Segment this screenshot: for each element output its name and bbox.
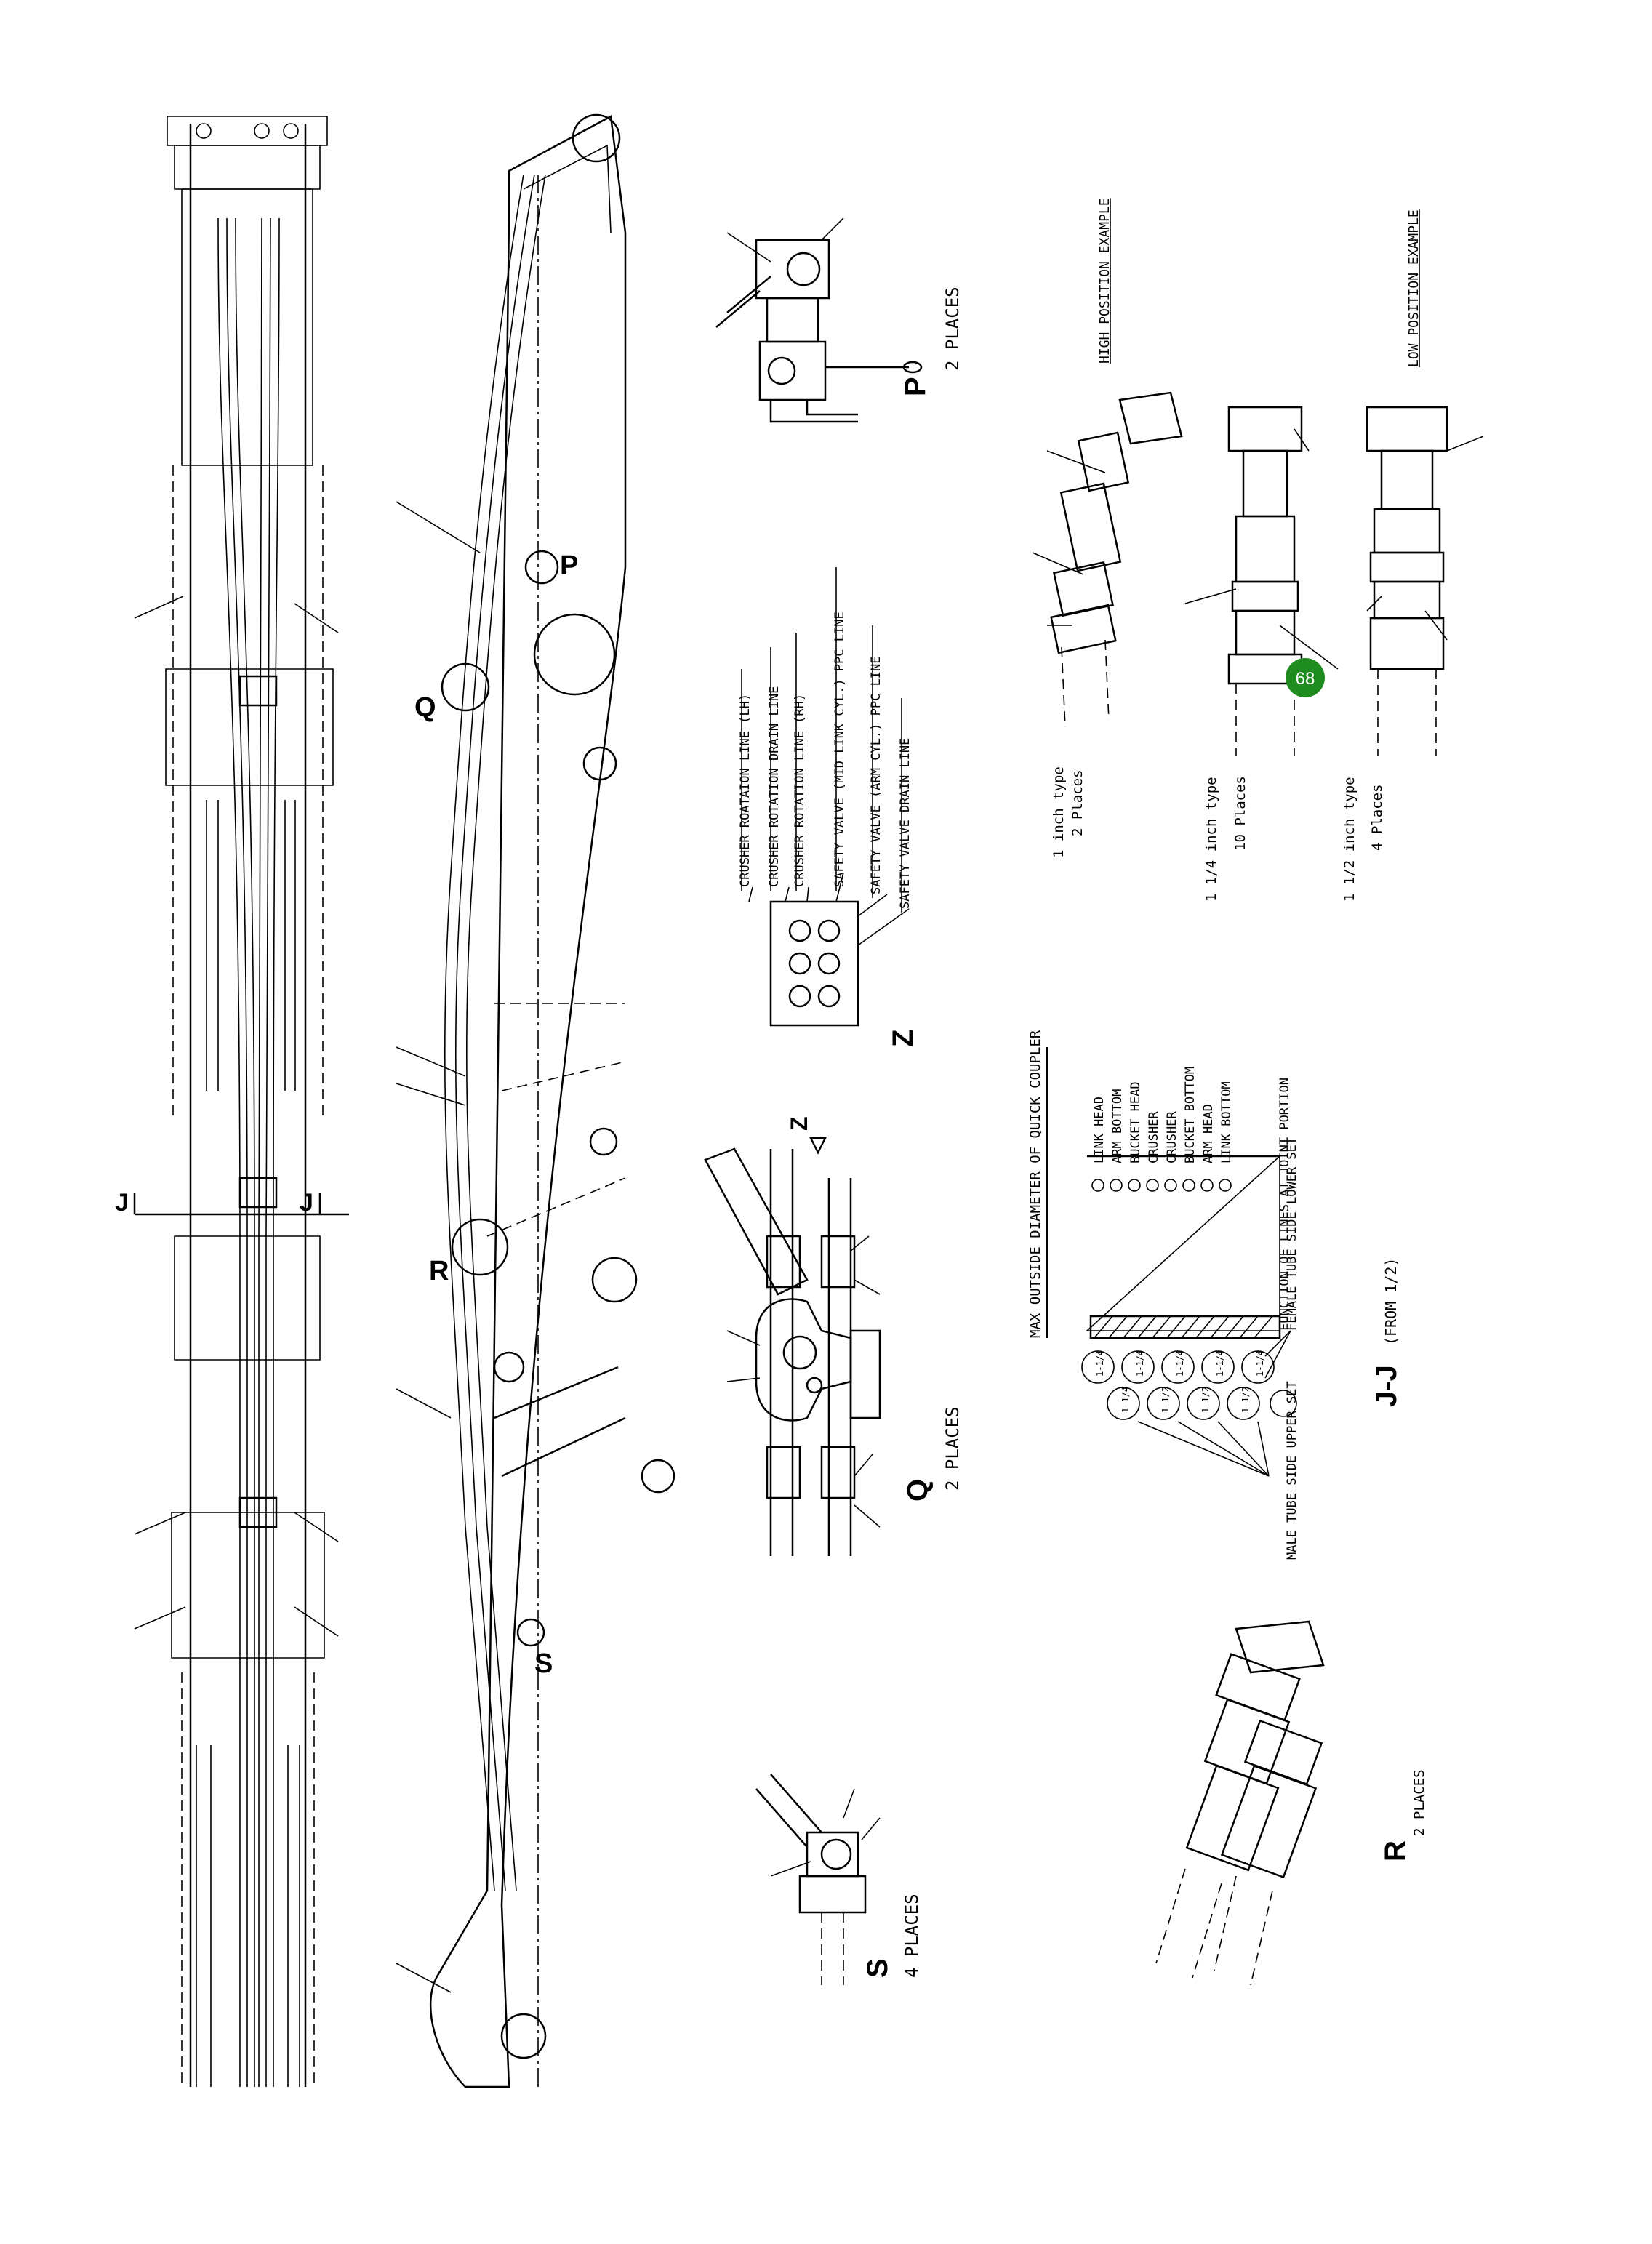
view-marker-p: P <box>560 550 578 581</box>
female-coupler-set: 1-1/4 1-1/4 1-1/4 1-1/4 1-1/4 <box>1081 1350 1275 1384</box>
coupler-examples: 1 inch type 2 Places 1 1/4 inch type 10 … <box>1032 198 1484 902</box>
detail-s-letter: S <box>862 1958 894 1978</box>
callout-68[interactable]: 68 <box>1286 658 1325 697</box>
valve-line-4: SAFETY VALVE (MID LINK CYL.) PPC LINE <box>833 612 847 887</box>
detail-p-letter: P <box>899 377 931 396</box>
coupler-114in-places: 10 Places <box>1232 776 1248 851</box>
coupler-1in-size: 1 inch type <box>1051 766 1067 858</box>
detail-view-p: P 2 PLACES <box>715 217 963 423</box>
joint-table-header: MAX OUTSIDE DIAMETER OF QUICK COUPLER <box>1027 1030 1043 1338</box>
valve-line-2: CRUSHER ROTATION DRAIN LINE <box>767 686 782 887</box>
detail-q-letter: Q <box>902 1479 934 1502</box>
section-j-j-note: (FROM 1/2) <box>1382 1258 1400 1345</box>
coupler-114in-size: 1 1/4 inch type <box>1203 777 1219 902</box>
detail-z-letter: Z <box>887 1030 919 1047</box>
male-caption: MALE TUBE SIDE UPPER SET <box>1285 1381 1299 1560</box>
valve-line-6: SAFETY VALVE DRAIN LINE <box>898 738 913 909</box>
high-position-example: HIGH POSITION EXAMPLE <box>1097 198 1112 364</box>
joint-function-4: CRUSHER <box>1147 1111 1161 1163</box>
arm-top-view: J J <box>115 116 349 2087</box>
valve-line-5: SAFETY VALVE (ARM CYL.) PPC LINE <box>869 656 883 894</box>
valve-line-1: CRUSHER ROATAION LINE (LH) <box>738 694 753 887</box>
joint-function-list: LINK HEAD ARM BOTTOM BUCKET HEAD CRUSHER… <box>1091 1067 1234 1192</box>
detail-view-r: R 2 PLACES <box>1155 1620 1427 1986</box>
coupler-112in-places: 4 Places <box>1369 784 1385 851</box>
function-caption: FUNCTION OF LINES AT JOINT PORTION <box>1278 1078 1292 1331</box>
male-coupler-set: 1-1/4 1-1/2 1-1/2 1-1/2 <box>1107 1387 1297 1420</box>
upper-size-2: 1-1/4 <box>1135 1350 1145 1377</box>
joint-function-7: ARM HEAD <box>1201 1104 1216 1163</box>
coupler-1in-places: 2 Places <box>1070 769 1086 836</box>
section-j-j-table: MAX OUTSIDE DIAMETER OF QUICK COUPLER LI… <box>1027 1030 1403 1560</box>
section-j-j-label: J-J <box>1371 1365 1403 1407</box>
detail-view-q: Q 2 PLACES Z <box>704 1116 963 1556</box>
upper-size-1: 1-1/4 <box>1095 1350 1105 1377</box>
detail-view-z: Z CRUSHER ROATAION LINE (LH) CRUSHER ROT… <box>738 567 919 1047</box>
low-position-example: LOW POSITION EXAMPLE <box>1406 209 1422 367</box>
callout-number: 68 <box>1296 669 1315 689</box>
joint-function-2: ARM BOTTOM <box>1110 1089 1125 1163</box>
view-marker-r: R <box>429 1256 449 1286</box>
z-arrow-label: Z <box>786 1116 812 1131</box>
section-marker-j-right: J <box>300 1189 313 1217</box>
detail-s-places: 4 PLACES <box>902 1894 922 1978</box>
upper-size-5: 1-1/4 <box>1255 1350 1265 1377</box>
female-caption: FEMALE TUBE SIDE LOWER SET <box>1285 1137 1299 1331</box>
detail-q-places: 2 PLACES <box>942 1406 963 1491</box>
joint-function-8: LINK BOTTOM <box>1219 1081 1234 1163</box>
view-marker-s: S <box>534 1648 553 1679</box>
detail-r-letter: R <box>1379 1840 1411 1862</box>
lower-size-4: 1-1/2 <box>1240 1387 1251 1413</box>
coupler-112in-size: 1 1/2 inch type <box>1342 777 1358 902</box>
joint-function-6: BUCKET BOTTOM <box>1183 1067 1198 1163</box>
detail-view-s: S 4 PLACES <box>755 1774 922 1985</box>
joint-function-3: BUCKET HEAD <box>1128 1081 1143 1163</box>
joint-function-5: CRUSHER <box>1165 1111 1179 1163</box>
valve-line-3: CRUSHER ROTATION LINE (RH) <box>793 694 807 887</box>
upper-size-4: 1-1/4 <box>1215 1350 1225 1377</box>
view-marker-q: Q <box>414 692 436 723</box>
arm-side-view: Q P R S <box>396 113 675 2088</box>
section-marker-j-left: J <box>115 1189 129 1217</box>
lower-size-3: 1-1/2 <box>1200 1387 1211 1413</box>
upper-size-3: 1-1/4 <box>1175 1350 1185 1377</box>
detail-p-places: 2 PLACES <box>942 286 963 371</box>
joint-function-1: LINK HEAD <box>1092 1097 1107 1163</box>
detail-r-places: 2 PLACES <box>1411 1769 1427 1836</box>
lower-size-2: 1-1/2 <box>1160 1387 1171 1413</box>
lower-size-1: 1-1/4 <box>1120 1387 1131 1413</box>
